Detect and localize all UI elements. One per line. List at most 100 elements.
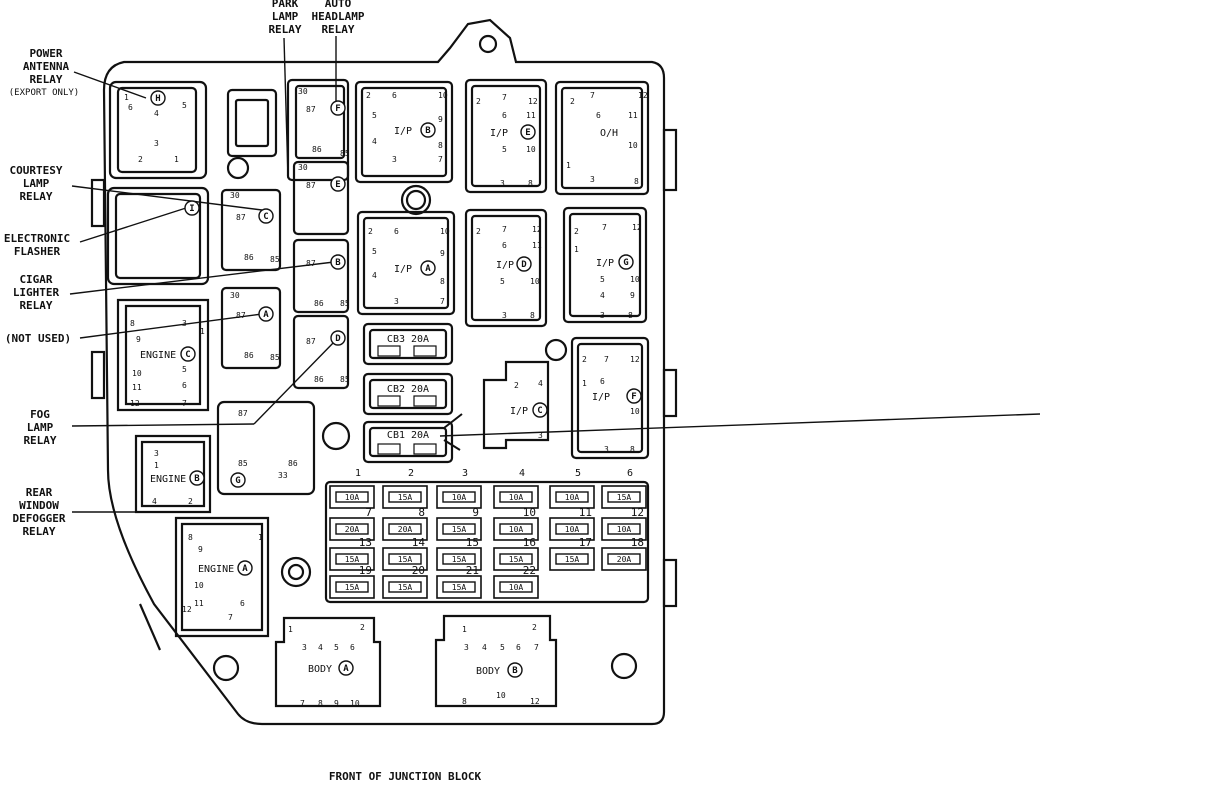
ip-c-label: I/P bbox=[510, 406, 528, 417]
fog-lamp-relay-label: FOG LAMP RELAY bbox=[23, 408, 57, 447]
ip-a-connector bbox=[356, 210, 456, 316]
svg-text:5: 5 bbox=[182, 365, 187, 374]
svg-text:I: I bbox=[189, 204, 194, 214]
fuse bbox=[499, 491, 533, 503]
fuse bbox=[607, 553, 641, 565]
park-lamp-relay-label: PARK LAMP RELAY bbox=[268, 0, 302, 36]
svg-text:7: 7 bbox=[602, 223, 607, 232]
body-b-label: BODY bbox=[476, 666, 500, 677]
fuse-number: 15 bbox=[466, 536, 479, 549]
svg-text:87: 87 bbox=[306, 259, 316, 268]
svg-text:85: 85 bbox=[340, 149, 350, 158]
svg-text:9: 9 bbox=[630, 291, 635, 300]
fuse-rating: 10A bbox=[509, 525, 524, 534]
svg-text:8: 8 bbox=[634, 177, 639, 186]
fuse-number: 9 bbox=[472, 506, 479, 519]
fuse-column-header: 2 bbox=[408, 468, 414, 479]
screw-bottom-left bbox=[212, 654, 240, 682]
fuse-rating: 15A bbox=[565, 555, 580, 564]
fuse-slot bbox=[382, 485, 428, 509]
fuse-slot bbox=[601, 485, 647, 509]
svg-text:87: 87 bbox=[306, 181, 316, 190]
svg-text:85: 85 bbox=[238, 459, 248, 468]
svg-text:11: 11 bbox=[132, 383, 142, 392]
small-relay-top bbox=[226, 88, 278, 158]
svg-text:85: 85 bbox=[270, 255, 280, 264]
fuse-number: 8 bbox=[418, 506, 425, 519]
svg-text:12: 12 bbox=[638, 91, 648, 100]
svg-text:30: 30 bbox=[298, 163, 308, 172]
svg-text:G: G bbox=[235, 476, 240, 486]
fuse-slot bbox=[382, 547, 428, 571]
svg-text:85: 85 bbox=[340, 375, 350, 384]
svg-text:9: 9 bbox=[440, 249, 445, 258]
fuse-number: 17 bbox=[579, 536, 592, 549]
svg-text:5: 5 bbox=[372, 247, 377, 256]
svg-text:10: 10 bbox=[630, 275, 640, 284]
ip-d-connector bbox=[464, 208, 548, 328]
park-lamp-relay-group bbox=[286, 78, 350, 182]
svg-text:D: D bbox=[335, 334, 341, 344]
svg-text:9: 9 bbox=[334, 699, 339, 708]
svg-text:7: 7 bbox=[604, 355, 609, 364]
svg-text:12: 12 bbox=[182, 605, 192, 614]
svg-text:10: 10 bbox=[628, 141, 638, 150]
svg-text:11: 11 bbox=[532, 241, 542, 250]
svg-text:11: 11 bbox=[526, 111, 536, 120]
cb1-circuit-breaker bbox=[362, 420, 454, 464]
svg-text:2: 2 bbox=[188, 497, 193, 506]
svg-text:2: 2 bbox=[360, 623, 365, 632]
fuse-slot bbox=[436, 575, 482, 599]
svg-text:86: 86 bbox=[288, 459, 298, 468]
fuse bbox=[607, 491, 641, 503]
fuse-slot bbox=[382, 517, 428, 541]
svg-text:A: A bbox=[343, 664, 349, 674]
engine-c-connector bbox=[116, 298, 210, 412]
svg-text:6: 6 bbox=[394, 227, 399, 236]
svg-text:10: 10 bbox=[630, 407, 640, 416]
cb2-label: CB2 20A bbox=[387, 384, 429, 395]
svg-text:7: 7 bbox=[534, 643, 539, 652]
oh-label: O/H bbox=[600, 128, 618, 139]
svg-text:5: 5 bbox=[502, 145, 507, 154]
screw-bottom-right bbox=[610, 652, 638, 680]
svg-text:8: 8 bbox=[130, 319, 135, 328]
electronic-flasher-label: ELECTRONIC FLASHER bbox=[3, 232, 71, 258]
svg-text:87: 87 bbox=[236, 213, 246, 222]
svg-text:2: 2 bbox=[514, 381, 519, 390]
svg-text:1: 1 bbox=[124, 93, 129, 102]
fuse-number: 11 bbox=[579, 506, 592, 519]
svg-text:85: 85 bbox=[340, 299, 350, 308]
svg-text:8: 8 bbox=[628, 311, 633, 320]
svg-text:G: G bbox=[623, 258, 628, 268]
svg-text:12: 12 bbox=[532, 225, 542, 234]
svg-text:6: 6 bbox=[350, 643, 355, 652]
fuse-column-header: 6 bbox=[627, 468, 633, 479]
svg-text:1: 1 bbox=[574, 245, 579, 254]
svg-text:8: 8 bbox=[438, 141, 443, 150]
fuse bbox=[555, 523, 589, 535]
svg-text:9: 9 bbox=[198, 545, 203, 554]
power-antenna-relay bbox=[108, 80, 208, 180]
fuse-number: 13 bbox=[359, 536, 372, 549]
svg-text:6: 6 bbox=[182, 381, 187, 390]
svg-text:6: 6 bbox=[600, 377, 605, 386]
fuse bbox=[555, 491, 589, 503]
svg-text:B: B bbox=[335, 258, 341, 268]
fuse bbox=[335, 581, 369, 593]
svg-text:30: 30 bbox=[298, 87, 308, 96]
ip-d-label: I/P bbox=[496, 260, 514, 271]
ip-e-connector bbox=[464, 78, 548, 194]
fuse-number: 10 bbox=[523, 506, 536, 519]
svg-text:1: 1 bbox=[154, 461, 159, 470]
svg-text:4: 4 bbox=[154, 109, 159, 118]
svg-text:A: A bbox=[425, 264, 431, 274]
ip-a-label: I/P bbox=[394, 264, 412, 275]
fuse bbox=[388, 523, 422, 535]
fuse-slot bbox=[601, 517, 647, 541]
svg-text:5: 5 bbox=[500, 277, 505, 286]
svg-text:7: 7 bbox=[440, 297, 445, 306]
oh-connector bbox=[554, 80, 650, 196]
svg-text:6: 6 bbox=[502, 111, 507, 120]
